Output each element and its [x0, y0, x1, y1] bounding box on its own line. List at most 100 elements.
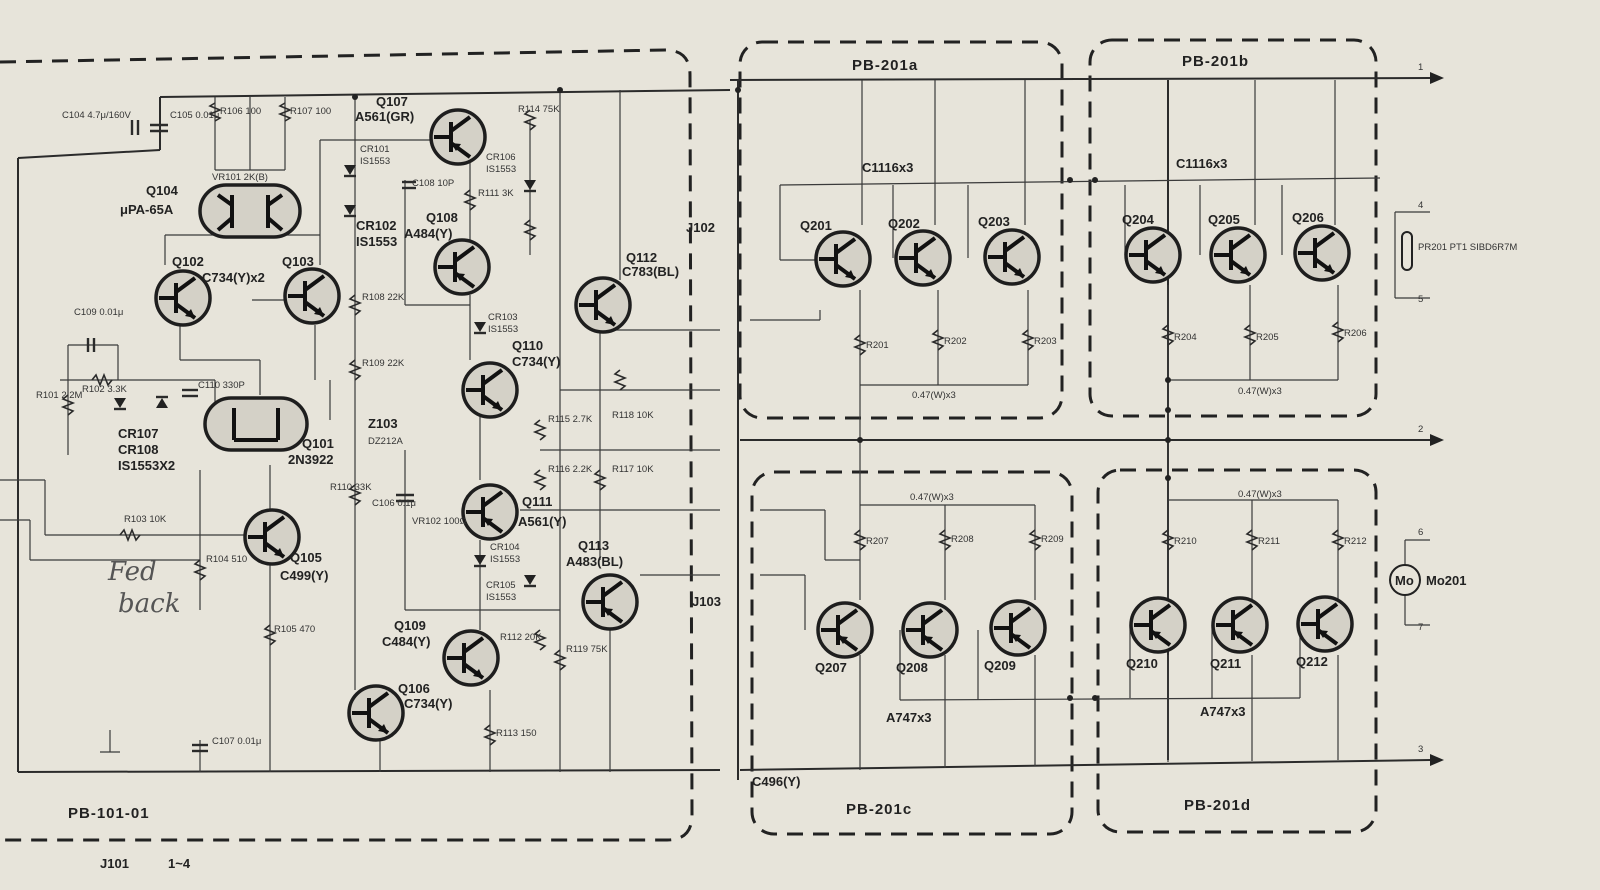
r113-label: R113 150	[496, 728, 537, 739]
cr101-name: CR101	[360, 144, 390, 155]
q110-name: Q110	[512, 338, 543, 353]
q106-type: C734(Y)	[404, 696, 452, 711]
r104-label: R104 510	[206, 554, 247, 565]
q113-type: A483(BL)	[566, 554, 623, 569]
driver-wiring	[0, 90, 720, 772]
q106-transistor	[347, 684, 405, 742]
q108-transistor	[433, 238, 491, 296]
r208-label: R208	[951, 534, 974, 545]
board-pb101-label: PB-101-01	[68, 805, 150, 822]
emitter-top-right-label: 0.47(W)x3	[1238, 386, 1282, 397]
q103-name: Q103	[282, 254, 314, 269]
output-resistors	[852, 321, 1346, 551]
labels: PB-101-01 PB-201a PB-201b PB-201c PB-201…	[36, 53, 1517, 871]
q202-transistor	[894, 229, 952, 287]
q-bottom-type: C496(Y)	[752, 774, 800, 789]
q101-name: Q101	[302, 436, 334, 451]
z103-type: DZ212A	[368, 436, 404, 447]
q108-type: A484(Y)	[404, 226, 452, 241]
q111-name: Q111	[522, 494, 552, 509]
r116-label: R116 2.2K	[548, 464, 593, 475]
type-bottom-right-label: A747x3	[1200, 704, 1246, 719]
q203-transistor	[983, 228, 1041, 286]
r117-label: R117 10K	[612, 464, 654, 475]
q101-fet	[203, 396, 309, 452]
q208-label: Q208	[896, 660, 928, 675]
c104-label: C104 4.7μ/160V	[62, 110, 132, 121]
c110-label: C110 330P	[198, 380, 245, 391]
cr106-type: IS1553	[486, 164, 516, 175]
q101-type: 2N3922	[288, 452, 334, 467]
handwritten-fed: Fed	[107, 557, 157, 587]
emitter-bottom-right-label: 0.47(W)x3	[1238, 489, 1282, 500]
q212-label: Q212	[1296, 654, 1328, 669]
q107-name: Q107	[376, 94, 408, 109]
cr105-type: IS1553	[486, 592, 516, 603]
z103-name: Z103	[368, 416, 398, 431]
board-pb201c-label: PB-201c	[846, 801, 912, 818]
q109-type: C484(Y)	[382, 634, 430, 649]
q211-label: Q211	[1210, 656, 1241, 671]
r211-label: R211	[1258, 536, 1280, 547]
c108-label: C108 10P	[412, 178, 454, 189]
r210-label: R210	[1174, 536, 1197, 547]
q109-name: Q109	[394, 618, 426, 633]
connector-j103-label: J103	[692, 594, 721, 609]
board-pb201b-outline	[1088, 38, 1378, 418]
terminal-4-label: 4	[1418, 200, 1423, 211]
connector-j101-pins-label: 1~4	[168, 856, 191, 871]
meter-name-label: Mo201	[1426, 573, 1466, 588]
q104-type: μPA-65A	[120, 202, 174, 217]
driver-capacitors	[86, 120, 416, 753]
driver-diodes	[114, 165, 536, 588]
q212-transistor	[1296, 595, 1354, 653]
q201-label: Q201	[800, 218, 832, 233]
q110-type: C734(Y)	[512, 354, 560, 369]
r105-label: R105 470	[274, 624, 315, 635]
vr102-label: VR102 100Ω	[412, 516, 467, 527]
q210-transistor	[1129, 596, 1187, 654]
q206-transistor	[1293, 224, 1351, 282]
board-pb101-outline	[0, 48, 694, 842]
q207-label: Q207	[815, 660, 847, 675]
q204-transistor	[1124, 226, 1182, 284]
r109-label: R109 22K	[362, 358, 405, 369]
r103-label: R103 10K	[124, 514, 167, 525]
cr103-name: CR103	[488, 312, 518, 323]
q107-transistor	[429, 108, 487, 166]
q109-transistor	[442, 629, 500, 687]
q104-dual-transistor	[198, 183, 302, 239]
c105-label: C105 0.01μ	[170, 110, 219, 121]
r108-label: R108 22K	[362, 292, 405, 303]
connector-j102-label: J102	[686, 220, 715, 235]
q102-type: C734(Y)x2	[202, 270, 265, 285]
terminal-2-label: 2	[1418, 424, 1423, 435]
terminal-1-label: 1	[1418, 62, 1423, 73]
board-pb201c-outline	[750, 470, 1074, 836]
q206-label: Q206	[1292, 210, 1324, 225]
r102-label: R102 3.3K	[82, 384, 128, 395]
cr104-name: CR104	[490, 542, 520, 553]
q102-name: Q102	[172, 254, 204, 269]
q111-transistor	[461, 483, 519, 541]
q104-name: Q104	[146, 183, 179, 198]
type-bottom-left-label: A747x3	[886, 710, 932, 725]
cr108-type: IS1553X2	[118, 458, 175, 473]
r107-label: R107 100	[290, 106, 331, 117]
q209-label: Q209	[984, 658, 1016, 673]
cr103-type: IS1553	[488, 324, 518, 335]
q207-transistor	[816, 601, 874, 659]
r111-label: R111 3K	[478, 188, 514, 199]
cap-top-right-label: C1116x3	[1176, 156, 1227, 171]
r207-label: R207	[866, 536, 889, 547]
r112-label: R112 20K	[500, 632, 542, 643]
q107-type: A561(GR)	[355, 109, 414, 124]
q105-name: Q105	[290, 550, 322, 565]
thermistor-label: PR201 PT1 SIBD6R7M	[1418, 242, 1517, 253]
c107-label: C107 0.01μ	[212, 736, 261, 747]
terminal-3-label: 3	[1418, 744, 1423, 755]
cr102-name: CR102	[356, 218, 396, 233]
r202-label: R202	[944, 336, 967, 347]
q112-name: Q112	[626, 250, 657, 265]
